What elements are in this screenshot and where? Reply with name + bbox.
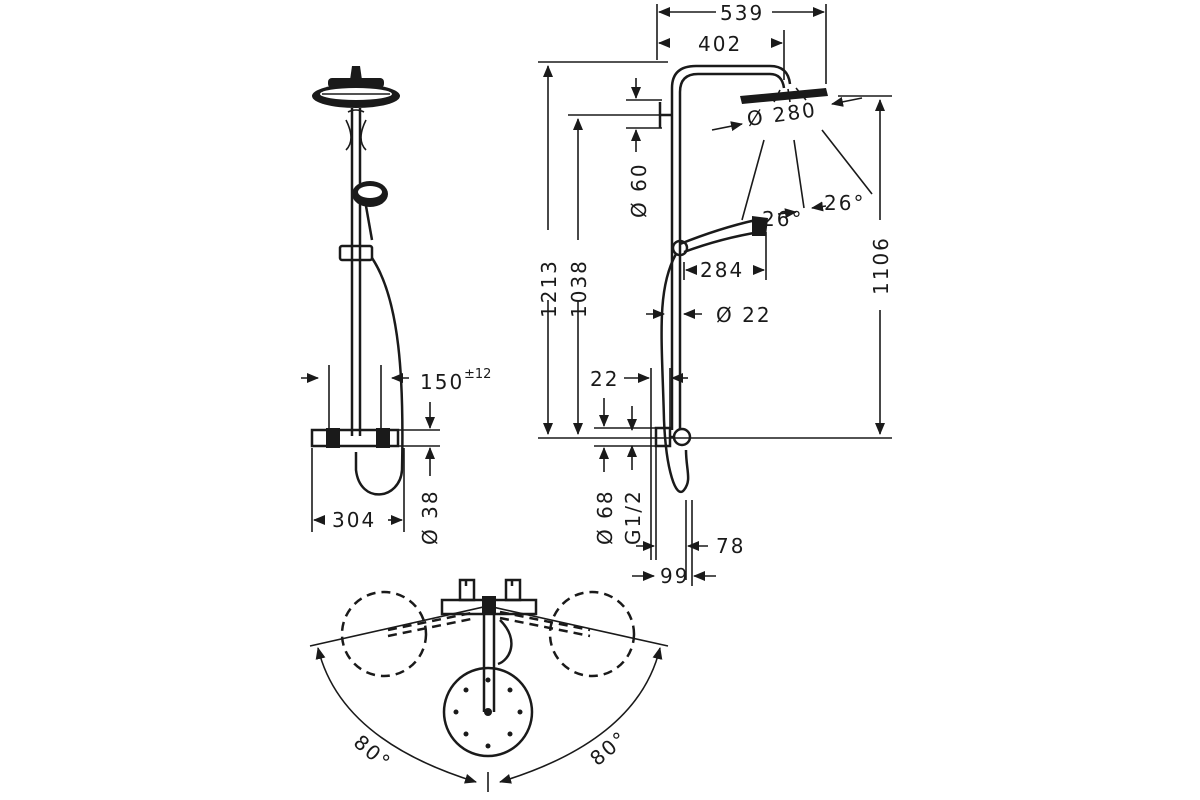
shower-riser bbox=[678, 72, 786, 430]
dim-diameter-connector: Ø 38 bbox=[418, 489, 442, 545]
hose-side bbox=[660, 253, 690, 494]
dim-total-height: 1213 bbox=[537, 259, 561, 318]
shower-pipe bbox=[350, 108, 362, 436]
swivel-position-right bbox=[548, 590, 636, 678]
dim-depth-78: 78 bbox=[716, 534, 745, 558]
dim-bracket-diameter: Ø 60 bbox=[627, 162, 651, 218]
dim-head-height: 1106 bbox=[869, 236, 893, 295]
dim-thread: G1/2 bbox=[621, 489, 645, 545]
dim-height-to-bracket: 1038 bbox=[567, 259, 591, 318]
dim-width: 304 bbox=[332, 508, 376, 532]
wall-bracket-top bbox=[658, 102, 672, 128]
side-view: 539 402 Ø 280 26° 26° 1213 1038 Ø 60 bbox=[537, 1, 893, 588]
front-view: 150 ±12 304 Ø 38 bbox=[301, 66, 491, 545]
dim-thermostat-diameter: Ø 68 bbox=[593, 489, 617, 545]
dim-rail-diameter: Ø 22 bbox=[716, 303, 772, 327]
hand-shower-side bbox=[671, 216, 768, 257]
dim-depth-99: 99 bbox=[660, 564, 689, 588]
dim-hand-shower-length: 284 bbox=[700, 258, 744, 282]
top-view: 80° 80° bbox=[309, 578, 669, 792]
dim-wall-gap: 22 bbox=[590, 367, 619, 391]
overhead-shower-head bbox=[312, 66, 400, 108]
thermostat-side bbox=[654, 426, 692, 448]
dim-arm-offset: 150 bbox=[420, 370, 464, 394]
thermostat-bar bbox=[310, 428, 400, 448]
dim-arm-tolerance: ±12 bbox=[464, 367, 491, 382]
dim-angle-b: 26° bbox=[824, 191, 865, 215]
dim-total-depth: 539 bbox=[720, 1, 764, 25]
hand-shower-slider bbox=[338, 244, 374, 262]
swivel-position-left bbox=[340, 590, 428, 678]
hand-shower bbox=[352, 181, 388, 241]
rotation-left: 80° bbox=[349, 730, 396, 775]
dim-arm-depth: 402 bbox=[698, 32, 742, 56]
dim-angle-a: 26° bbox=[762, 207, 803, 231]
overhead-shower-side bbox=[740, 87, 828, 104]
shower-hose bbox=[354, 257, 404, 496]
rotation-right: 80° bbox=[585, 726, 632, 771]
thermostat-top bbox=[440, 578, 538, 616]
